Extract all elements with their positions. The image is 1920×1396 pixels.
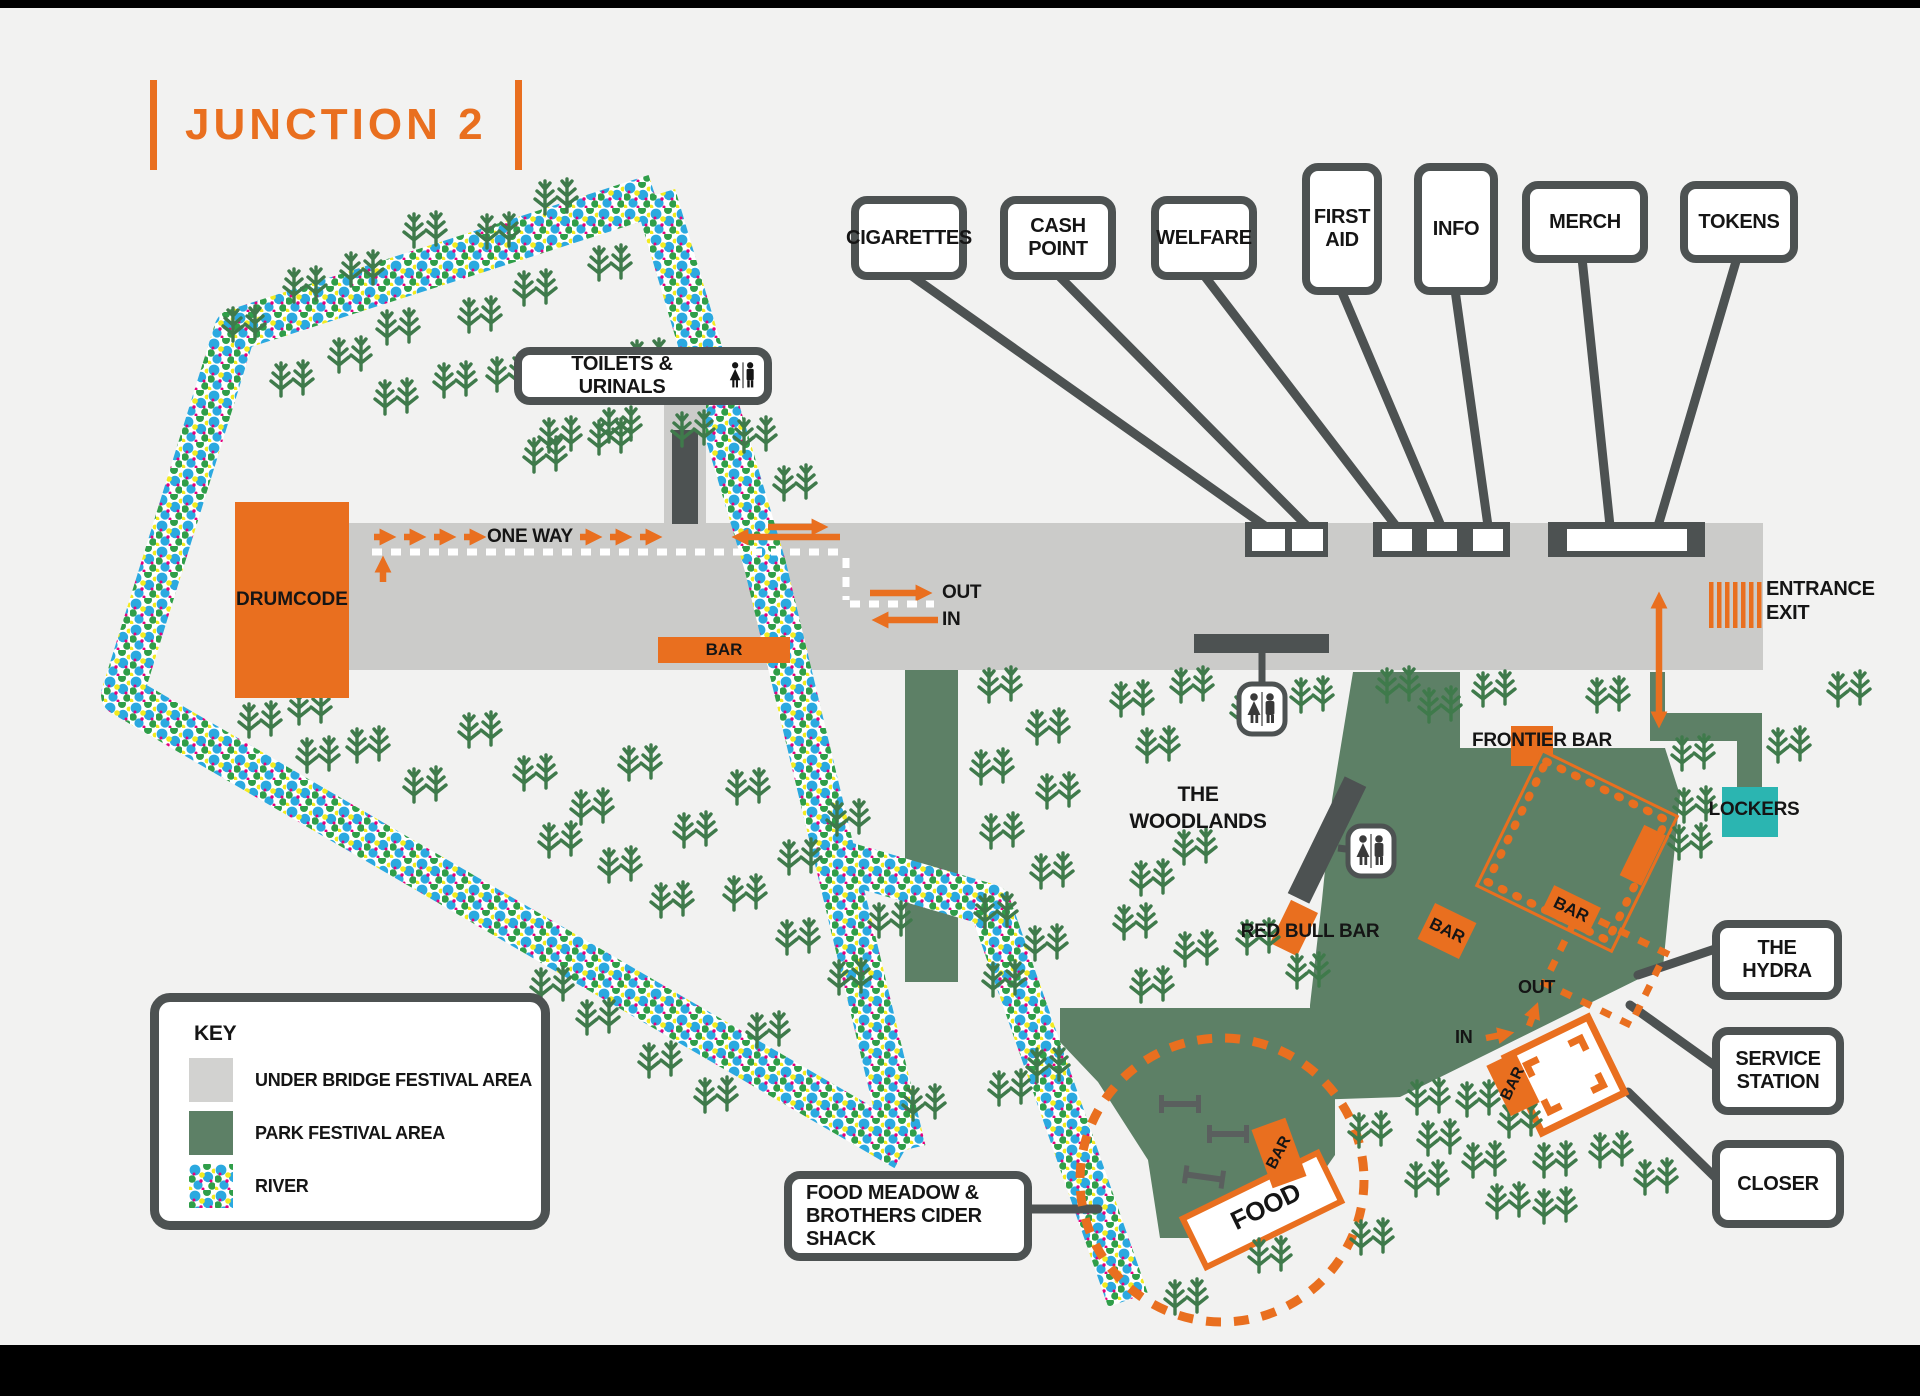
callout-closer: CLOSER bbox=[1712, 1140, 1844, 1228]
bridge-bar-label: BAR bbox=[705, 640, 743, 659]
callout-cash-point: CASH POINT bbox=[1000, 196, 1116, 280]
title-text: JUNCTION 2 bbox=[185, 100, 487, 149]
food-bar-label: BAR bbox=[1262, 1133, 1295, 1173]
map-key: KEY UNDER BRIDGE FESTIVAL AREA PARK FEST… bbox=[150, 993, 550, 1230]
direction-arrows bbox=[374, 518, 1668, 1044]
callout-first-aid: FIRST AID bbox=[1302, 163, 1382, 295]
picnic-tables bbox=[1159, 1095, 1249, 1189]
toilet-sign-icon-2 bbox=[1348, 826, 1394, 876]
one-way-label: ONE WAY bbox=[487, 526, 573, 548]
out-label: OUT bbox=[942, 582, 982, 603]
callout-food-meadow: FOOD MEADOW & BROTHERS CIDER SHACK bbox=[784, 1171, 1032, 1261]
park-swatch bbox=[189, 1111, 233, 1155]
park-bar-label: BAR bbox=[1426, 913, 1468, 948]
entrance-exit-label: ENTRANCE EXIT bbox=[1766, 577, 1875, 625]
food-meadow-circle bbox=[1075, 1033, 1369, 1327]
toilet-sign-icon bbox=[1239, 684, 1285, 734]
callout-toilets-urinals: TOILETS & URINALS bbox=[514, 347, 772, 405]
key-item-under-bridge-label: UNDER BRIDGE FESTIVAL AREA bbox=[255, 1069, 532, 1090]
red-bull-bar-stall bbox=[1269, 899, 1319, 957]
title-left-bar bbox=[150, 80, 157, 170]
callout-service-station: SERVICE STATION bbox=[1712, 1027, 1844, 1115]
exit-label: EXIT bbox=[1766, 602, 1810, 624]
key-item-park-label: PARK FESTIVAL AREA bbox=[255, 1122, 445, 1143]
callout-info-label: INFO bbox=[1432, 217, 1480, 240]
entrance-exit-gate bbox=[1709, 582, 1762, 628]
frontier-bar-label: FRONTIER BAR bbox=[1472, 730, 1612, 752]
key-item-park: PARK FESTIVAL AREA bbox=[189, 1111, 445, 1155]
callout-cigarettes-label: CIGARETTES bbox=[846, 226, 972, 249]
callout-connector-lines bbox=[904, 253, 1742, 1214]
callout-closer-label: CLOSER bbox=[1737, 1172, 1819, 1195]
orange-features bbox=[1075, 582, 1762, 1327]
callout-welfare-label: WELFARE bbox=[1156, 226, 1252, 249]
callout-food-meadow-line2: BROTHERS CIDER SHACK bbox=[806, 1204, 982, 1250]
under-bridge-swatch bbox=[189, 1058, 233, 1102]
lockers-area bbox=[1722, 787, 1778, 837]
callout-the-hydra-label: THE HYDRA bbox=[1742, 937, 1812, 982]
callout-merch: MERCH bbox=[1522, 181, 1648, 263]
toilets-building bbox=[664, 402, 706, 526]
bridge-facility-stalls bbox=[1245, 522, 1705, 557]
key-heading: KEY bbox=[194, 1022, 237, 1045]
callout-tokens: TOKENS bbox=[1680, 181, 1798, 263]
service-station-outline bbox=[1539, 906, 1671, 1030]
the-woodlands-label: THE WOODLANDS bbox=[1129, 783, 1267, 833]
station-in-label: IN bbox=[1455, 1027, 1473, 1047]
bridge-structure bbox=[1194, 634, 1329, 653]
key-item-under-bridge: UNDER BRIDGE FESTIVAL AREA bbox=[189, 1058, 532, 1102]
callout-food-meadow-line1: FOOD MEADOW & bbox=[806, 1181, 979, 1204]
drumcode-label: DRUMCODE bbox=[236, 589, 348, 610]
food-stall bbox=[1178, 1148, 1346, 1272]
red-bull-bar-label: RED BULL BAR bbox=[1240, 921, 1380, 943]
key-item-river: RIVER bbox=[189, 1164, 309, 1208]
callout-info: INFO bbox=[1414, 163, 1498, 295]
under-bridge-festival-area bbox=[285, 523, 1763, 670]
callout-cash-point-label: CASH POINT bbox=[1028, 215, 1088, 260]
top-black-bar bbox=[0, 0, 1920, 8]
callout-the-hydra: THE HYDRA bbox=[1712, 920, 1842, 1000]
callout-toilets-label: TOILETS & URINALS bbox=[571, 353, 673, 398]
entrance-label: ENTRANCE bbox=[1766, 578, 1875, 600]
bottom-black-bar bbox=[0, 1345, 1920, 1396]
river-swatch bbox=[189, 1164, 233, 1208]
callout-merch-label: MERCH bbox=[1549, 210, 1621, 233]
lockers-label: LOCKERS bbox=[1708, 799, 1800, 821]
drumcode-stage: DRUMCODE bbox=[235, 502, 349, 698]
station-out-label: OUT bbox=[1518, 977, 1556, 997]
bridge-bar: BAR bbox=[658, 637, 790, 663]
callout-service-station-label: SERVICE STATION bbox=[1735, 1048, 1821, 1093]
callout-first-aid-label: FIRST AID bbox=[1313, 206, 1371, 251]
in-label: IN bbox=[942, 609, 961, 630]
callout-welfare: WELFARE bbox=[1151, 196, 1257, 280]
key-item-river-label: RIVER bbox=[255, 1175, 309, 1196]
callout-cigarettes: CIGARETTES bbox=[846, 196, 972, 280]
title-right-bar bbox=[514, 80, 522, 170]
dotted-route bbox=[372, 548, 934, 608]
toilets-icon bbox=[726, 361, 760, 391]
page-title: JUNCTION 2 bbox=[150, 80, 522, 170]
callout-tokens-label: TOKENS bbox=[1698, 210, 1780, 233]
woodlands-stage bbox=[1287, 776, 1367, 904]
closer-bar-label: BAR bbox=[1497, 1064, 1528, 1104]
